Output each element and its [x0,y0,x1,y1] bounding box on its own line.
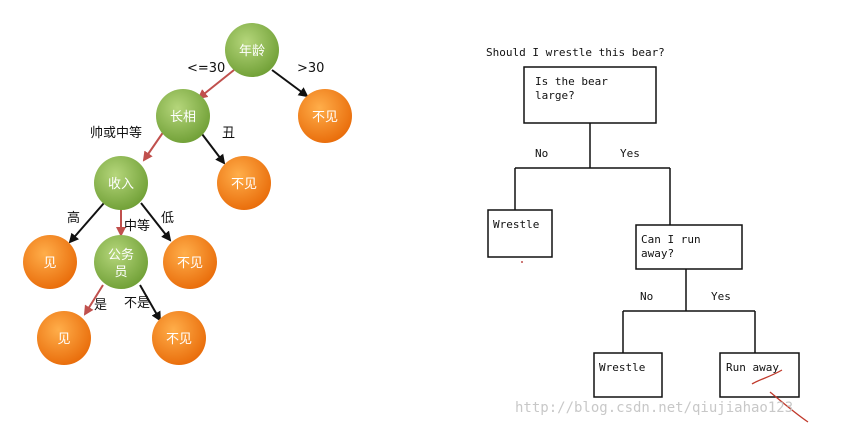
box-run-away [719,352,800,398]
node-appearance-label: 长相 [170,110,196,125]
edge-label-medium: 中等 [124,218,150,234]
edge-label-no-1: No [535,147,548,160]
leaf-nomeet-2: 不见 [217,156,271,210]
box-root-label-1: Is the bear [535,75,608,88]
left-tree: 年龄 长相 收入 公务 员 不见 不见 见 不见 [23,23,352,365]
node-age-label: 年龄 [239,44,265,59]
edge-label-no-2: No [640,290,653,303]
box-run-question-label-1: Can I run [641,233,701,246]
leaf-nomeet-1-label: 不见 [312,110,338,125]
edge-age-to-appearance [197,69,235,100]
edge-income-to-meet [68,202,105,244]
box-wrestle-2 [593,352,663,398]
box-run-away-label: Run away [726,361,779,374]
red-scribble [751,369,809,423]
node-income: 收入 [94,156,148,210]
box-run-question-label-2: away? [641,247,674,260]
box-root [523,66,657,124]
edge-label-low: 低 [161,211,174,226]
box-root-label-2: large? [535,89,575,102]
edge-civil-to-meet [83,284,104,316]
edge-income-to-nomeet [140,202,172,242]
edge-label-yes-1: Yes [620,147,640,160]
edge-label-handsome: 帅或中等 [90,125,142,141]
leaf-nomeet-4-label: 不见 [166,332,192,347]
box-run-question [635,224,743,270]
leaf-meet-1-label: 见 [43,256,56,271]
box-wrestle-1-label: Wrestle [493,218,539,231]
node-civil-servant: 公务 员 [94,235,148,289]
leaf-nomeet-1: 不见 [298,89,352,143]
node-civil-label-1: 公务 [108,247,134,263]
box-wrestle-1 [487,209,553,258]
right-tree: Should I wrestle this bear? Is the bear … [486,46,809,423]
edge-age-to-nomeet [271,69,309,98]
node-age: 年龄 [225,23,279,77]
edge-label-yes-2: Yes [711,290,731,303]
node-appearance: 长相 [156,89,210,143]
right-tree-title: Should I wrestle this bear? [486,46,665,59]
edge-label-no: 不是 [124,296,150,311]
leaf-nomeet-2-label: 不见 [231,177,257,192]
leaf-meet-2-label: 见 [57,332,70,347]
leaf-nomeet-4: 不见 [152,311,206,365]
edge-civil-to-nomeet [139,284,161,322]
edge-appearance-to-nomeet [201,133,226,165]
node-income-label: 收入 [108,177,134,192]
leaf-nomeet-3: 不见 [163,235,217,289]
edge-appearance-to-income [142,130,165,162]
watermark: http://blog.csdn.net/qiujiahao123 [515,400,793,416]
leaf-nomeet-3-label: 不见 [177,256,203,271]
edge-label-le30: <=30 [187,61,225,76]
edge-label-ugly: 丑 [222,126,235,141]
edge-label-gt30: >30 [297,61,324,76]
edge-label-high: 高 [67,210,80,226]
stray-dot [521,261,523,263]
connector-root [514,123,671,225]
box-wrestle-2-label: Wrestle [599,361,645,374]
edge-label-yes: 是 [94,298,107,313]
connector-run [622,269,756,353]
leaf-meet-1: 见 [23,235,77,289]
leaf-meet-2: 见 [37,311,91,365]
node-civil-label-2: 员 [114,265,127,280]
